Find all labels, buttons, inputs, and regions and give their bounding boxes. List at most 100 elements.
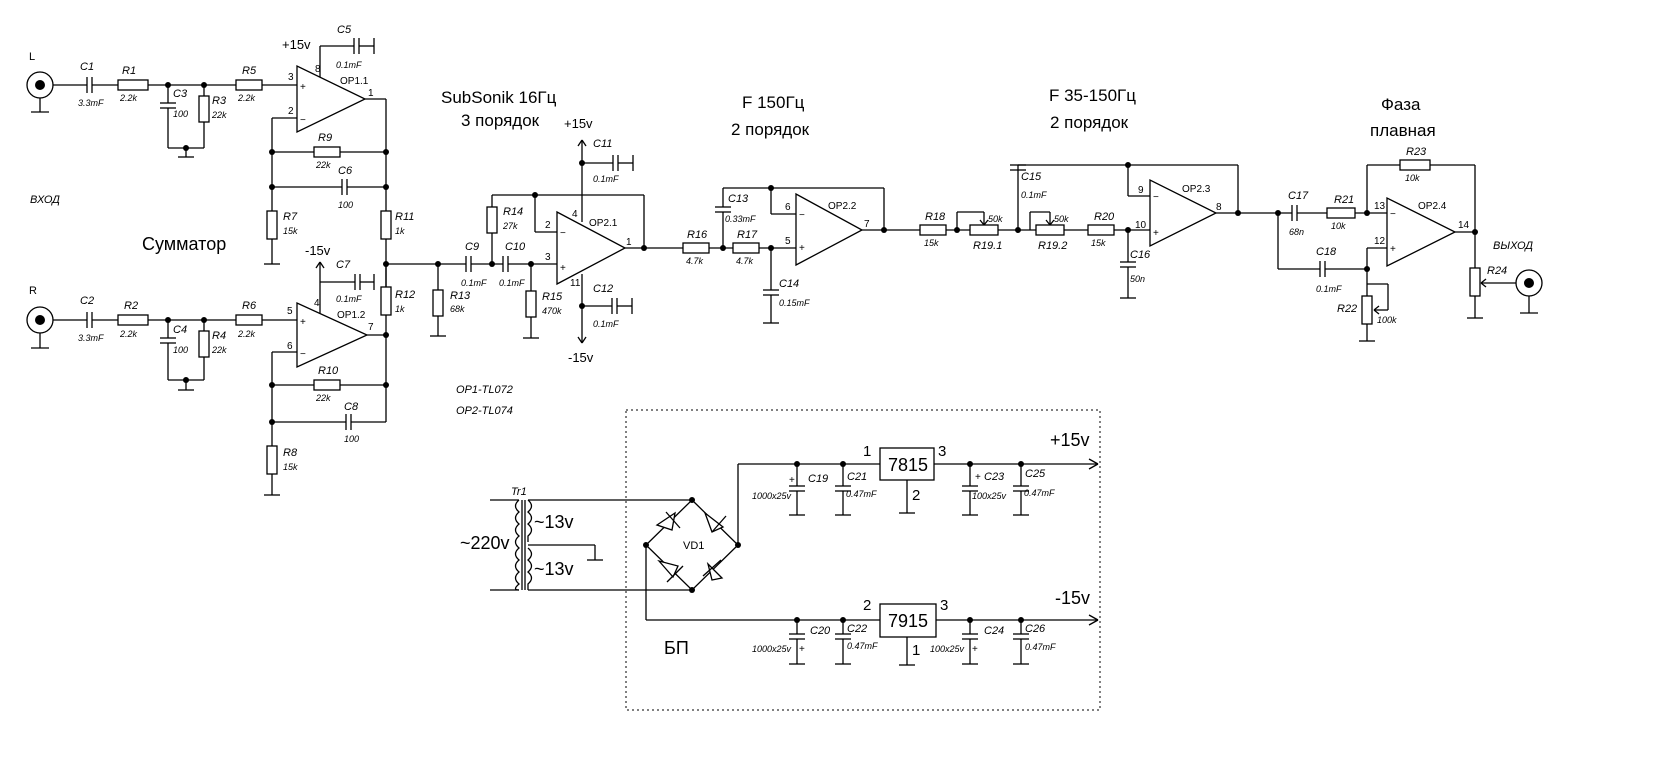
- capacitor-c23: + C23 100x25v: [962, 464, 1007, 516]
- svg-text:C21: C21: [847, 471, 867, 483]
- svg-text:2.2k: 2.2k: [119, 93, 138, 103]
- opamp-op2-2: −+ OP2.2 6 5 7: [785, 192, 870, 267]
- svg-text:10k: 10k: [1331, 221, 1346, 231]
- regulator-7815: 7815 1 3 2: [863, 443, 946, 514]
- svg-text:R8: R8: [283, 447, 298, 459]
- potentiometer-r24: R24: [1467, 232, 1516, 319]
- svg-text:−: −: [1153, 192, 1159, 203]
- resistor-r17: R17 4.7k: [732, 229, 760, 266]
- resistor-r10: R10 22k: [313, 365, 341, 403]
- svg-text:C23: C23: [984, 471, 1005, 483]
- svg-text:0.1mF: 0.1mF: [1021, 190, 1047, 200]
- svg-text:R19.1: R19.1: [973, 240, 1002, 252]
- f35-title: F 35-150Гц: [1049, 86, 1136, 105]
- svg-text:2: 2: [288, 106, 294, 117]
- svg-text:0.1mF: 0.1mF: [1316, 284, 1342, 294]
- svg-text:22k: 22k: [315, 393, 331, 403]
- svg-text:8: 8: [315, 64, 321, 75]
- svg-text:R10: R10: [318, 365, 339, 377]
- svg-text:+: +: [789, 475, 795, 486]
- resistor-r16: R16 4.7k: [682, 229, 710, 266]
- connector-r-label: R: [29, 285, 37, 297]
- svg-text:4.7k: 4.7k: [736, 256, 754, 266]
- svg-text:3.3mF: 3.3mF: [78, 98, 104, 108]
- resistor-r8: R8 15k: [264, 445, 298, 496]
- svg-text:0.33mF: 0.33mF: [725, 214, 756, 224]
- svg-text:1: 1: [368, 88, 374, 99]
- svg-text:C20: C20: [810, 625, 831, 637]
- svg-text:Tr1: Tr1: [511, 486, 527, 498]
- svg-text:C24: C24: [984, 625, 1004, 637]
- capacitor-c7: C7 0.1mF: [336, 259, 375, 304]
- svg-text:4: 4: [314, 298, 320, 309]
- svg-text:15k: 15k: [283, 226, 298, 236]
- svg-text:−: −: [300, 115, 306, 126]
- svg-text:OP1.1: OP1.1: [340, 76, 369, 87]
- capacitor-c8: C8 100: [344, 401, 359, 444]
- svg-text:0.1mF: 0.1mF: [593, 174, 619, 184]
- svg-text:C12: C12: [593, 283, 613, 295]
- svg-text:+: +: [799, 243, 805, 254]
- svg-text:1k: 1k: [395, 304, 405, 314]
- summator-title: Сумматор: [142, 234, 226, 254]
- f150-title: F 150Гц: [742, 93, 805, 112]
- svg-text:~220v: ~220v: [460, 533, 510, 553]
- svg-text:+: +: [975, 472, 981, 483]
- svg-text:C3: C3: [173, 88, 188, 100]
- svg-text:50k: 50k: [988, 214, 1003, 224]
- capacitor-c11: C11 0.1mF: [593, 138, 634, 184]
- resistor-r7: R7 15k: [264, 210, 298, 265]
- svg-text:4.7k: 4.7k: [686, 256, 704, 266]
- svg-text:2: 2: [863, 597, 871, 614]
- svg-text:C8: C8: [344, 401, 359, 413]
- svg-text:0.1mF: 0.1mF: [336, 60, 362, 70]
- svg-text:R1: R1: [122, 65, 136, 77]
- svg-text:100x25v: 100x25v: [930, 644, 965, 654]
- svg-text:~13v: ~13v: [534, 512, 574, 532]
- svg-text:R22: R22: [1337, 303, 1357, 315]
- svg-text:+: +: [300, 82, 306, 93]
- svg-text:R12: R12: [395, 289, 415, 301]
- phase-title: Фаза: [1381, 95, 1421, 114]
- svg-text:100k: 100k: [1377, 315, 1397, 325]
- svg-text:27k: 27k: [502, 221, 518, 231]
- svg-text:14: 14: [1458, 220, 1470, 231]
- svg-text:1: 1: [863, 443, 871, 460]
- svg-text:R3: R3: [212, 95, 227, 107]
- capacitor-c19: + C19 1000x25v: [752, 464, 828, 516]
- svg-text:2.2k: 2.2k: [119, 329, 138, 339]
- opamp-op2-3: −+ OP2.3 9 10 8: [1135, 178, 1222, 248]
- potentiometer-r22: R22 100k: [1337, 269, 1397, 342]
- connector-l-label: L: [29, 51, 35, 63]
- capacitor-c24: + C24 100x25v: [930, 620, 1004, 665]
- svg-text:0.47mF: 0.47mF: [846, 489, 877, 499]
- svg-text:3: 3: [940, 597, 948, 614]
- svg-text:C19: C19: [808, 473, 828, 485]
- rail-minus15-op1: -15v: [305, 243, 331, 258]
- svg-text:3: 3: [938, 443, 946, 460]
- rail-plus15-op2: +15v: [564, 116, 593, 131]
- transformer-tr1: Tr1 ~220v ~13v ~13v: [460, 486, 574, 591]
- resistor-r5: R5 2.2k: [235, 65, 263, 103]
- svg-text:−: −: [1390, 209, 1396, 220]
- resistor-r11: R11 1k: [380, 210, 414, 264]
- svg-text:8: 8: [1216, 202, 1222, 213]
- input-connector-l: L: [26, 51, 54, 113]
- capacitor-c13: C13 0.33mF: [715, 188, 756, 224]
- opamp-op1-2: +− OP1.2 5 6 7 4: [287, 298, 374, 369]
- capacitor-c6: C6 100: [338, 165, 353, 210]
- svg-text:R18: R18: [925, 211, 946, 223]
- svg-text:2: 2: [912, 487, 920, 504]
- opamp-op2-4: −+ OP2.4 13 12 14: [1374, 196, 1470, 268]
- svg-text:15k: 15k: [1091, 238, 1106, 248]
- resistor-r20: R20 15k: [1087, 211, 1115, 248]
- svg-text:R21: R21: [1334, 194, 1354, 206]
- psu-label: БП: [664, 638, 689, 658]
- svg-text:0.47mF: 0.47mF: [1024, 488, 1055, 498]
- svg-text:OP2.2: OP2.2: [828, 201, 857, 212]
- svg-text:R16: R16: [687, 229, 708, 241]
- resistor-r13: R13 68k: [430, 264, 471, 337]
- potentiometer-r19-1: 50k R19.1: [956, 211, 1003, 252]
- regulator-7915: 7915 2 3 1: [863, 597, 948, 666]
- svg-text:15k: 15k: [283, 462, 298, 472]
